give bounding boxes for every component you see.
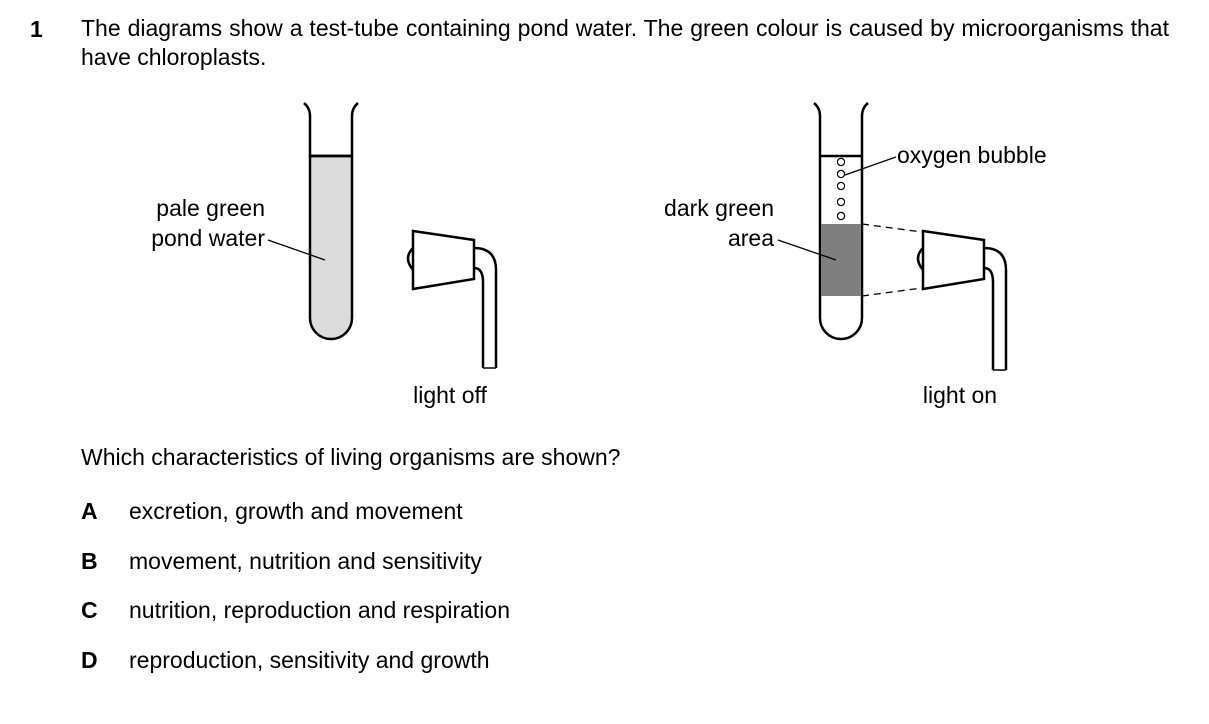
- oxygen-bubble: [836, 157, 846, 167]
- dark-green-label-line1: dark green: [664, 195, 774, 221]
- light-beam: [861, 223, 923, 297]
- question-stem: The diagrams show a test-tube containing…: [81, 15, 1169, 70]
- option-letter: A: [81, 498, 98, 524]
- option-text: reproduction, sensitivity and growth: [129, 647, 490, 673]
- left-lamp: [406, 229, 498, 369]
- option-text: nutrition, reproduction and respiration: [129, 597, 511, 623]
- option-letter: D: [81, 647, 98, 673]
- pale-green-label-line1: pale green: [156, 195, 265, 221]
- oxygen-bubble: [836, 211, 846, 221]
- option-letter: B: [81, 548, 98, 574]
- right-lamp-shade: [921, 229, 986, 291]
- pond-water-label-line2: pond water: [151, 225, 265, 251]
- option-text: movement, nutrition and sensitivity: [129, 548, 482, 574]
- light-on-label: light on: [922, 382, 998, 408]
- oxygen-bubble: [836, 197, 846, 207]
- left-lamp-shade: [411, 229, 476, 291]
- question-number: 1: [30, 16, 43, 42]
- dark-green-area-leader-line: [777, 239, 837, 261]
- left-test-tube: [303, 102, 359, 341]
- option-text: excretion, growth and movement: [129, 498, 463, 524]
- pale-green-pond-water: [308, 154, 354, 341]
- area-label-line2: area: [727, 225, 774, 251]
- light-off-label: light off: [413, 382, 487, 408]
- right-lamp: [916, 229, 1008, 371]
- question-prompt: Which characteristics of living organism…: [81, 444, 621, 470]
- oxygen-bubble: [836, 181, 846, 191]
- pond-water-leader-line: [267, 239, 326, 261]
- left-lamp-stand: [473, 246, 498, 368]
- dark-green-area: [821, 224, 861, 296]
- oxygen-bubble-label: oxygen bubble: [897, 142, 1047, 168]
- option-letter: C: [81, 597, 98, 623]
- oxygen-bubble: [836, 169, 846, 179]
- oxygen-bubble-leader-line: [844, 156, 897, 176]
- right-lamp-stand: [983, 246, 1008, 370]
- right-test-tube: [813, 102, 869, 341]
